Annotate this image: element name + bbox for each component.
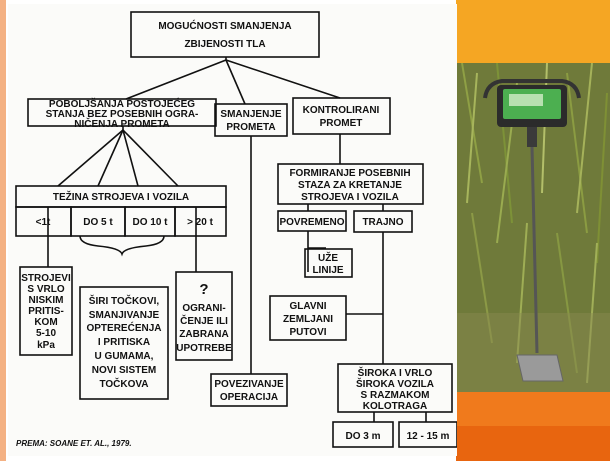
wide-line-2: ŠIROKA VOZILA xyxy=(356,377,434,390)
machines-line-4: PRITIS- xyxy=(28,306,64,317)
bottom-orange-shade xyxy=(456,426,610,461)
controlled-traffic-node: KONTROLIRANI PROMET xyxy=(292,97,391,135)
controlled-line-1: KONTROLIRANI xyxy=(303,105,380,116)
root-node: MOGUĆNOSTI SMANJENJA ZBIJENOSTI TLA xyxy=(130,11,320,58)
controlled-line-2: PROMET xyxy=(320,118,363,129)
distance-3m-node: DO 3 m xyxy=(332,421,394,448)
main-roads-line-3: PUTOVI xyxy=(289,327,326,338)
wider-line-7: TOČKOVA xyxy=(99,377,148,390)
wider-line-3: OPTEREĆENJA xyxy=(86,321,161,334)
limitation-node: ? OGRANI- ČENJE ILI ZABRANA UPOTREBE xyxy=(175,271,233,361)
machines-line-6: 5-10 xyxy=(36,328,56,339)
weight-up-to-5t: DO 5 t xyxy=(83,217,113,228)
top-orange-band xyxy=(456,0,610,63)
weight-over-20t: > 20 t xyxy=(187,217,214,228)
limit-line-2: ČENJE ILI xyxy=(180,314,228,327)
machines-line-2: S VRLO xyxy=(27,284,64,295)
penetrometer-device xyxy=(483,79,581,382)
wider-line-6: NOVI SISTEM xyxy=(92,365,156,376)
improve-line-3: NIČENJA PROMETA xyxy=(74,117,170,130)
temporary-node: POVREMENO xyxy=(277,210,347,232)
wider-line-5: U GUMAMA, xyxy=(95,351,154,362)
permanent-node: TRAJNO xyxy=(353,210,413,233)
improve-line-1: POBOLJŠANJA POSTOJEĆEG xyxy=(49,97,195,110)
diagram-panel: MOGUĆNOSTI SMANJENJA ZBIJENOSTI TLA POBO… xyxy=(8,4,457,456)
wide-line-4: KOLOTRAGA xyxy=(363,401,427,412)
linking-line-2: OPERACIJA xyxy=(220,392,278,403)
wide-vehicles-node: ŠIROKA I VRLO ŠIROKA VOZILA S RAZMAKOM K… xyxy=(337,363,453,413)
forming-line-1: FORMIRANJE POSEBNIH xyxy=(289,168,410,179)
limit-line-1: OGRANI- xyxy=(182,303,225,314)
forming-paths-node: FORMIRANJE POSEBNIH STAZA ZA KRETANJE ST… xyxy=(277,163,424,205)
distance-12-15m-node: 12 - 15 m xyxy=(398,421,457,448)
machines-line-7: kPa xyxy=(37,340,55,351)
wide-line-1: ŠIROKA I VRLO xyxy=(358,366,433,379)
wide-line-3: S RAZMAKOM xyxy=(361,390,430,401)
weight-categories: <1t DO 5 t DO 10 t > 20 t xyxy=(15,206,227,237)
narrow-line-1: UŽE xyxy=(318,251,338,264)
machines-line-3: NISKIM xyxy=(29,295,64,306)
improve-line-2: STANJA BEZ POSEBNIH OGRA- xyxy=(46,109,199,120)
wider-line-1: ŠIRI TOČKOVI, xyxy=(89,294,160,307)
weight-label: TEŽINA STROJEVA I VOZILA xyxy=(53,190,189,203)
main-roads-node: GLAVNI ZEMLJANI PUTOVI xyxy=(269,295,347,341)
machines-node: STROJEVI S VRLO NISKIM PRITIS- KOM 5-10 … xyxy=(19,266,73,356)
forming-line-3: STROJEVA I VOZILA xyxy=(301,192,399,203)
improve-node: POBOLJŠANJA POSTOJEĆEG STANJA BEZ POSEBN… xyxy=(27,97,217,130)
linking-operations-node: POVEZIVANJE OPERACIJA xyxy=(210,373,288,407)
machines-line-5: KOM xyxy=(34,317,57,328)
root-line-2: ZBIJENOSTI TLA xyxy=(184,39,265,50)
wider-wheels-node: ŠIRI TOČKOVI, SMANJIVANJE OPTEREĆENJA I … xyxy=(79,286,169,400)
permanent-label: TRAJNO xyxy=(362,217,403,228)
weight-up-to-10t: DO 10 t xyxy=(132,217,168,228)
narrow-line-2: LINIJE xyxy=(312,265,343,276)
wider-line-4: I PRITISKA xyxy=(98,337,150,348)
machines-line-1: STROJEVI xyxy=(21,273,71,284)
root-line-1: MOGUĆNOSTI SMANJENJA xyxy=(158,19,291,32)
distance-3m: DO 3 m xyxy=(345,431,380,442)
weight-node: TEŽINA STROJEVA I VOZILA xyxy=(15,185,227,208)
temporary-label: POVREMENO xyxy=(279,217,344,228)
linking-line-1: POVEZIVANJE xyxy=(214,379,284,390)
distance-12-15m: 12 - 15 m xyxy=(407,431,450,442)
soil-penetrometer-in-field-icon xyxy=(457,63,610,392)
reduce-traffic-node: SMANJENJE PROMETA xyxy=(214,103,288,137)
soil-compaction-diagram: MOGUĆNOSTI SMANJENJA ZBIJENOSTI TLA POBO… xyxy=(15,11,457,448)
limit-line-3: ZABRANA xyxy=(179,329,228,340)
limit-line-4: UPOTREBE xyxy=(176,343,232,354)
reduce-line-1: SMANJENJE xyxy=(220,109,281,120)
main-roads-line-1: GLAVNI xyxy=(289,301,326,312)
narrow-lines-node: UŽE LINIJE xyxy=(304,248,353,278)
wider-line-2: SMANJIVANJE xyxy=(89,310,160,321)
connector-lines xyxy=(47,57,427,422)
forming-line-2: STAZA ZA KRETANJE xyxy=(298,180,402,191)
source-citation: PREMA: SOANE ET. AL., 1979. xyxy=(16,439,132,448)
weight-under-1t: <1t xyxy=(36,217,51,228)
question-mark: ? xyxy=(199,281,208,298)
main-roads-line-2: ZEMLJANI xyxy=(283,314,333,325)
reduce-line-2: PROMETA xyxy=(226,122,275,133)
left-accent-bar xyxy=(0,0,6,461)
